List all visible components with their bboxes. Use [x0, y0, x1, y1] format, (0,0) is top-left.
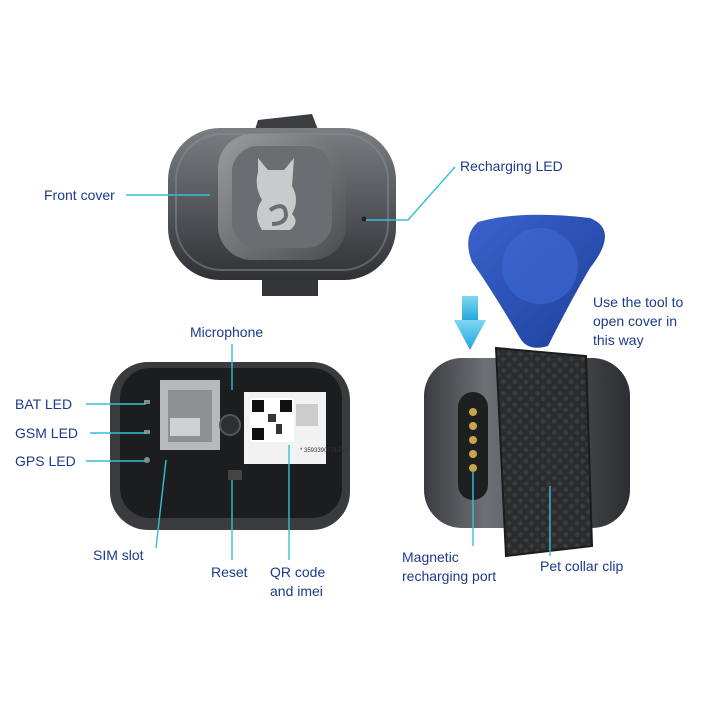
- collar-clip-label: Pet collar clip: [540, 558, 624, 574]
- front-cover-device: [168, 114, 396, 296]
- qr-code-icon: [244, 392, 326, 464]
- bat-led-label: BAT LED: [15, 396, 73, 412]
- sim-slot-label: SIM slot: [93, 547, 144, 563]
- recharging-led-label: Recharging LED: [460, 158, 563, 174]
- microphone-label: Microphone: [190, 324, 264, 340]
- cat-logo-icon: [218, 134, 346, 260]
- imei-text: * 359339077155B: [300, 448, 348, 454]
- leader-lines: [86, 166, 551, 560]
- opened-device: * 359339077155B: [110, 362, 350, 530]
- magnetic-port-label: Magnetic recharging port: [402, 549, 497, 584]
- use-tool-label: Use the tool to open cover in this way: [593, 294, 684, 348]
- reset-label: Reset: [211, 564, 248, 580]
- down-arrow-icon: [454, 296, 486, 350]
- qr-code-label: QR code and imei: [270, 564, 326, 599]
- back-view-device: [424, 346, 630, 558]
- opening-tool-icon: [468, 214, 605, 348]
- gsm-led-label: GSM LED: [15, 425, 79, 441]
- front-cover-label: Front cover: [44, 187, 115, 203]
- gps-led-label: GPS LED: [15, 453, 76, 469]
